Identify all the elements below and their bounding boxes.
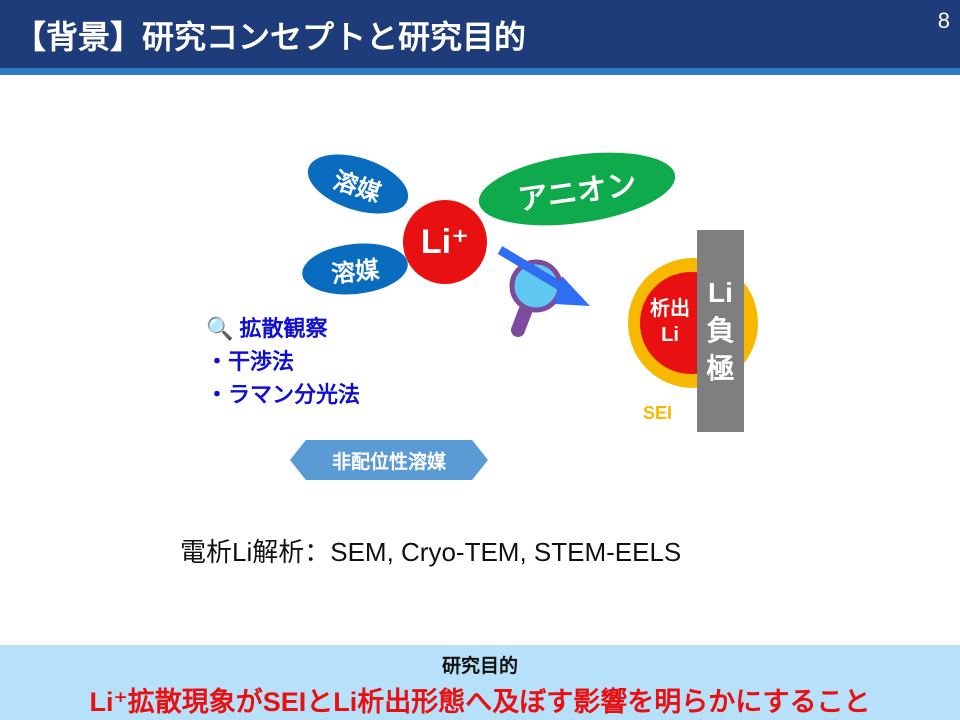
anode-label: 極: [706, 353, 735, 384]
goal-heading: 研究目的: [441, 656, 518, 677]
goal-box: 研究目的 Li⁺拡散現象がSEIとLi析出形態へ及ぼす影響を明らかにすること: [0, 645, 960, 720]
goal-text: Li⁺拡散現象がSEIとLi析出形態へ及ぼす影響を明らかにすること: [89, 687, 871, 717]
deposit-label-2: Li: [661, 324, 679, 346]
page-number: 8: [937, 8, 950, 33]
sei-label: SEI: [643, 403, 673, 423]
magnifier-icon: 🔍: [206, 316, 234, 341]
observation-list: 🔍 拡散観察 ・干渉法 ・ラマン分光法: [206, 312, 360, 411]
deposited-li-label: 析出 Li: [643, 296, 697, 348]
anode-label: Li: [708, 277, 733, 308]
observation-heading: 拡散観察: [239, 316, 328, 341]
observation-item: ・ラマン分光法: [206, 382, 361, 407]
header-bar: [0, 0, 960, 68]
anion-ellipse: アニオン: [474, 141, 680, 237]
magnifier-arrow-icon: [497, 246, 590, 337]
li-anode: Li 負極: [697, 230, 744, 432]
solvent-ellipse-1: 溶媒: [300, 143, 416, 225]
analysis-text: 電析Li解析：SEM, Cryo-TEM, STEM-EELS: [180, 537, 682, 567]
slide-title: 【背景】研究コンセプトと研究目的: [14, 19, 527, 55]
noncoordinating-solvent-arrow: 非配位性溶媒: [290, 440, 488, 480]
li-ion-circle: Li⁺: [403, 200, 487, 284]
deposit-label-1: 析出: [650, 298, 690, 320]
header-divider: [0, 68, 960, 75]
observation-item: ・干渉法: [206, 349, 295, 374]
anode-label: 負: [706, 315, 735, 346]
solvent-ellipse-2: 溶媒: [299, 238, 411, 300]
